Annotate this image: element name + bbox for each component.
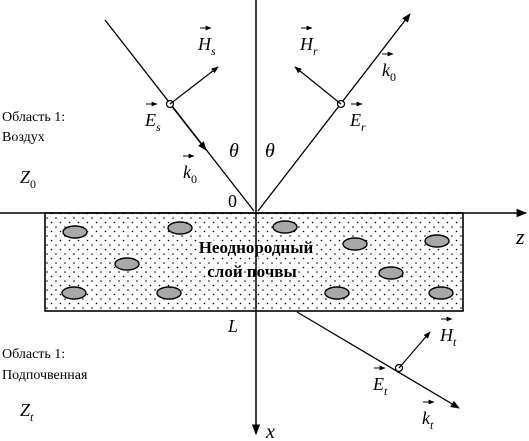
reflected-angle-label: θ [265, 140, 275, 162]
Hs-label: Hs [197, 34, 216, 58]
Hs-arrow [169, 66, 219, 105]
region-top-line1: Область 1: [2, 110, 65, 125]
inclusion [114, 257, 140, 271]
inclusion [342, 237, 368, 251]
inclusion [324, 286, 350, 300]
region-bottom-line2: Подпочвенная [2, 368, 88, 383]
x-axis-label: x [265, 421, 275, 441]
inclusion [272, 220, 298, 234]
Es-label: Es [144, 110, 161, 134]
transmitted-ray [296, 311, 460, 409]
reflected-ray [257, 13, 411, 212]
inclusion [428, 286, 454, 300]
incident-angle-label: θ [229, 140, 239, 162]
region-bottom-line1: Область 1: [2, 347, 65, 362]
soil-layer [44, 212, 464, 312]
Hr-arrow [294, 66, 342, 105]
region-bottom-impedance: Zt [20, 400, 34, 424]
k0-out-label: k0 [382, 60, 396, 84]
Ht-label: Ht [439, 325, 457, 349]
z-axis-label: z [515, 224, 525, 249]
depth-label: L [227, 316, 238, 336]
Ht-arrow [398, 331, 431, 369]
layer-label-line2: слой почвы [207, 262, 297, 281]
k0-in-label: k0 [183, 162, 197, 186]
inclusion [167, 221, 193, 235]
inclusion [156, 286, 182, 300]
Et-label: Et [372, 374, 388, 398]
Hr-label: Hr [299, 34, 318, 58]
inclusion [61, 286, 87, 300]
incident-k-arrow [169, 103, 207, 151]
origin-label: 0 [228, 191, 237, 211]
region-top-line2: Воздух [2, 130, 45, 145]
vector-overbars [146, 25, 453, 405]
Er-label: Er [349, 110, 366, 134]
inclusion [424, 234, 450, 248]
inclusions [61, 220, 454, 300]
inclusion [62, 225, 88, 239]
inclusion [378, 266, 404, 280]
region-top-impedance: Z0 [20, 167, 36, 191]
kt-label: kt [422, 408, 434, 432]
